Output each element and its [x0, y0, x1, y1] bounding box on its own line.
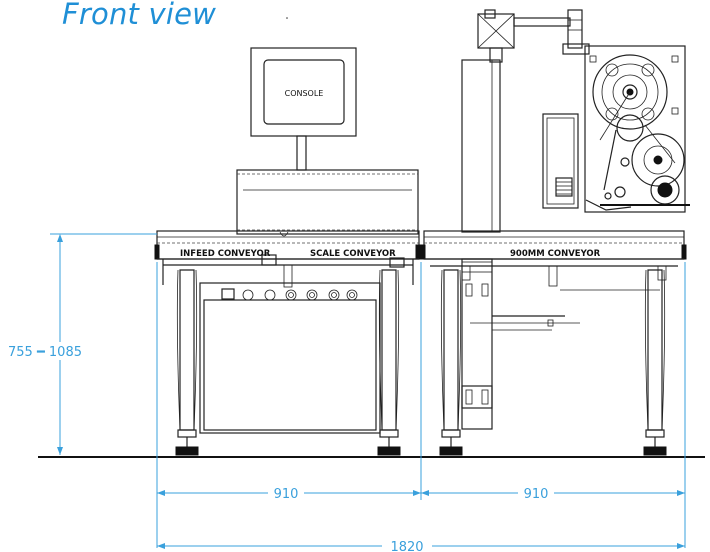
width-left-label: 910 [274, 487, 299, 502]
left-conveyor: INFEED CONVEYOR SCALE CONVEYOR [154, 230, 421, 288]
width-right-label: 910 [524, 487, 549, 502]
width-dimensions: 910 910 1820 [156, 262, 686, 552]
left-conveyor-legs [175, 269, 401, 456]
right-conveyor-legs [439, 269, 667, 456]
drawing-title: Front view [62, 0, 217, 31]
infeed-conveyor-label: INFEED CONVEYOR [180, 249, 271, 259]
scale-cover [236, 169, 419, 235]
electrical-cabinet [199, 282, 381, 434]
console-label: CONSOLE [285, 89, 324, 98]
conveyor-900-label: 900MM CONVEYOR [510, 249, 601, 259]
scale-conveyor-label: SCALE CONVEYOR [310, 249, 396, 259]
console-frame [250, 47, 357, 137]
console-post [296, 135, 307, 171]
width-total-label: 1820 [390, 540, 423, 552]
console: CONSOLE [250, 47, 357, 171]
labeler-control-box [542, 113, 579, 209]
height-range-label: 755 ━ 1085 [8, 345, 82, 360]
height-dimension: 755 ━ 1085 [2, 233, 157, 455]
console-screen [263, 59, 345, 125]
labeler-stand [461, 59, 660, 430]
labeler-head [584, 45, 690, 213]
labeler-arm [477, 9, 590, 63]
speck [286, 17, 288, 19]
right-conveyor: 900MM CONVEYOR [420, 230, 687, 287]
